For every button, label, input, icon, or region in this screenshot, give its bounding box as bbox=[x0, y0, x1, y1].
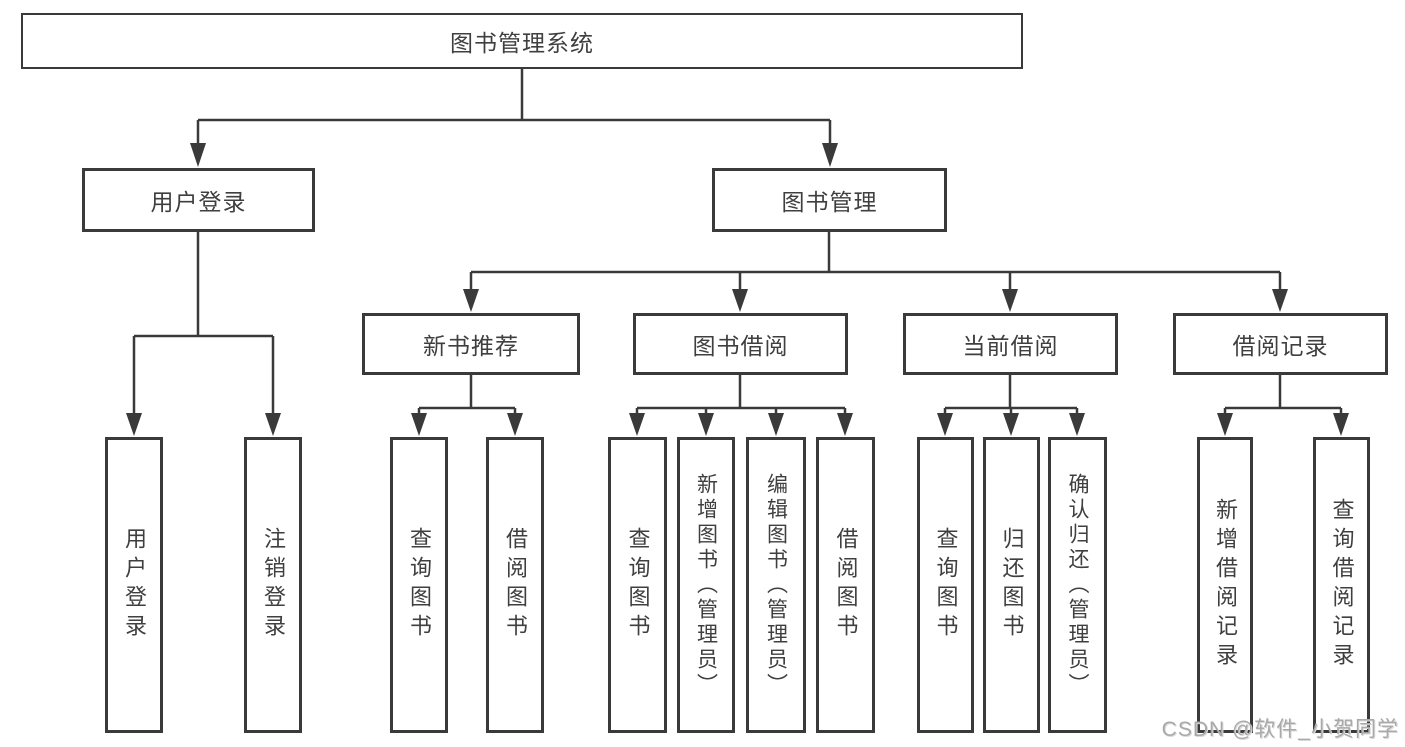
node-leaf-query-borrow-record: 查询借阅记录 bbox=[1313, 437, 1370, 733]
node-book-management: 图书管理 bbox=[712, 168, 947, 232]
node-leaf-add-books-admin: 新增图书（管理员） bbox=[677, 437, 735, 733]
node-leaf-add-borrow-record: 新增借阅记录 bbox=[1197, 437, 1253, 733]
node-leaf-user-login: 用户登录 bbox=[105, 437, 163, 733]
node-leaf-query-books-borrow: 查询图书 bbox=[608, 437, 667, 733]
node-leaf-borrow-books: 借阅图书 bbox=[816, 437, 875, 733]
node-new-book-recommend: 新书推荐 bbox=[362, 313, 580, 375]
node-leaf-query-books-recommend: 查询图书 bbox=[390, 437, 448, 733]
node-borrowing-records: 借阅记录 bbox=[1173, 313, 1388, 375]
node-book-borrowing: 图书借阅 bbox=[633, 313, 848, 375]
node-leaf-confirm-return-admin: 确认归还（管理员） bbox=[1048, 437, 1107, 733]
node-current-borrowing: 当前借阅 bbox=[903, 313, 1118, 375]
node-leaf-logout: 注销登录 bbox=[244, 437, 302, 733]
node-library-system: 图书管理系统 bbox=[21, 13, 1023, 69]
csdn-watermark: CSDN @软件_小贺同学 bbox=[1161, 718, 1399, 741]
node-leaf-edit-books-admin: 编辑图书（管理员） bbox=[746, 437, 806, 733]
node-leaf-borrow-books-recommend: 借阅图书 bbox=[486, 437, 544, 733]
node-leaf-return-books: 归还图书 bbox=[983, 437, 1040, 733]
node-user-login: 用户登录 bbox=[82, 168, 315, 232]
node-leaf-query-books-current: 查询图书 bbox=[917, 437, 974, 733]
